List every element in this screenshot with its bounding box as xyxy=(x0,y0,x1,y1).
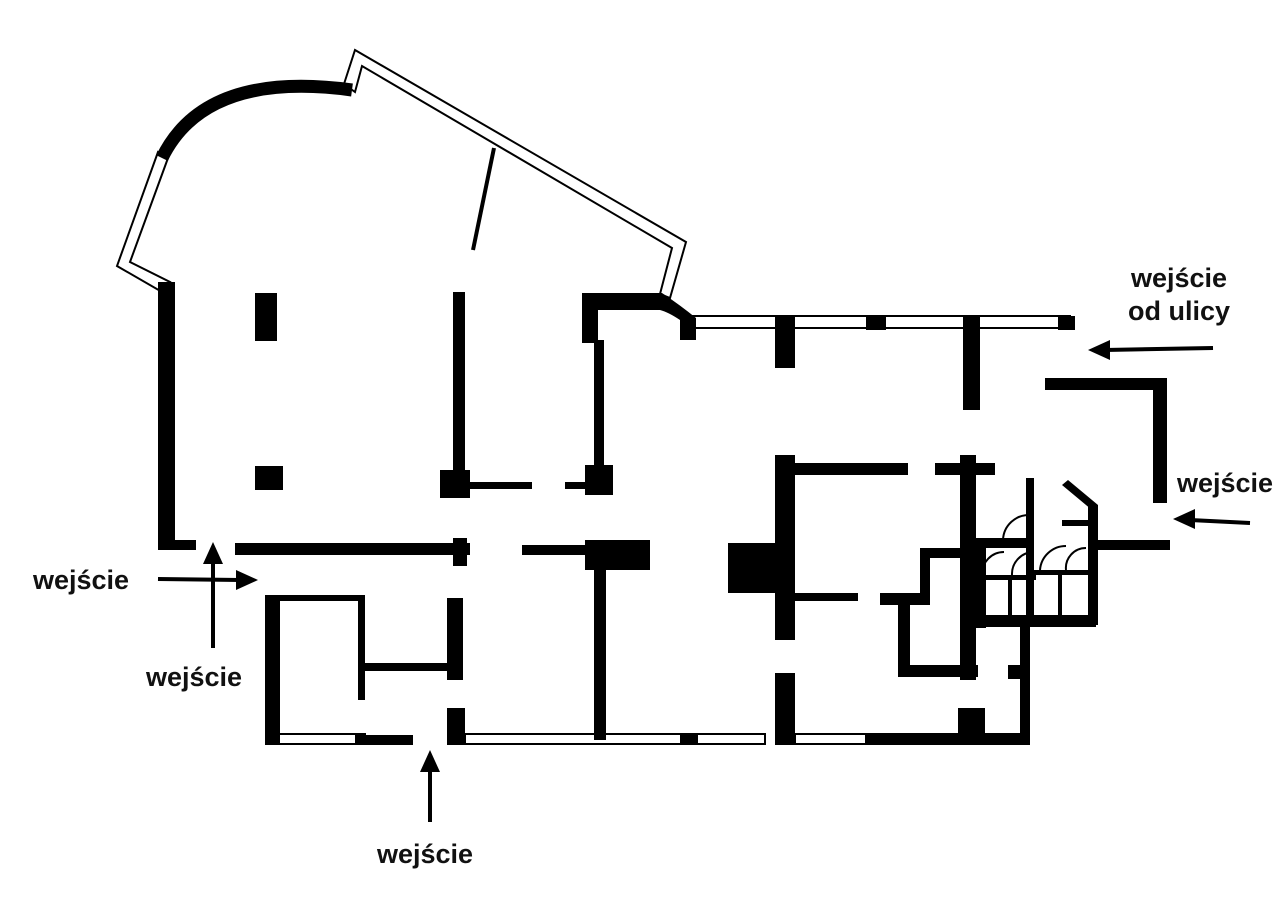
street-entrance-label: wejście od ulicy xyxy=(1128,262,1230,328)
bottom-entrance-label: wejście xyxy=(377,839,474,869)
left-entrance-arrow xyxy=(157,577,241,582)
left-entrance-label: wejście xyxy=(33,565,130,595)
lower-left-entrance-label: wejście xyxy=(146,662,243,692)
right-entrance-arrow xyxy=(1189,518,1251,525)
street-entrance-line2: od ulicy xyxy=(1128,296,1231,326)
entrance-arrows xyxy=(157,340,1251,822)
street-entrance-arrow xyxy=(1104,346,1214,352)
right-entrance-label: wejście xyxy=(1177,468,1274,498)
street-entrance-line1: wejście xyxy=(1130,263,1228,293)
windows xyxy=(115,48,1071,745)
walls xyxy=(156,79,1170,745)
